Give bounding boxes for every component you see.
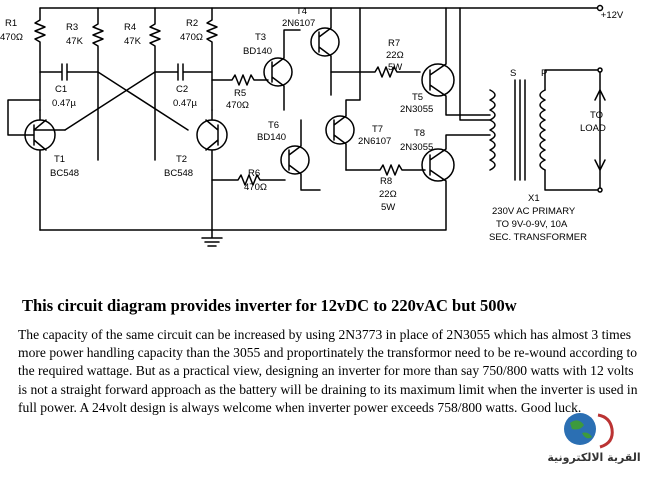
t1-name: T1	[54, 154, 65, 165]
t4-name: T4	[296, 6, 307, 17]
supply-label: +12V	[601, 10, 624, 21]
r8-power: 5W	[381, 202, 395, 213]
t8-transistor	[421, 148, 455, 182]
t6-type: BD140	[257, 132, 286, 143]
r7-resistor	[330, 66, 421, 78]
c2-capacitor	[154, 63, 213, 81]
r7-name: R7	[388, 38, 400, 49]
t5-name: T5	[412, 92, 423, 103]
t2-name: T2	[176, 154, 187, 165]
r3-value: 47K	[66, 36, 84, 47]
r2-name: R2	[186, 18, 198, 29]
article-body: The capacity of the same circuit can be …	[18, 327, 638, 415]
transformer-primary-label: P	[541, 68, 547, 79]
load-label-line-1: TO	[590, 110, 603, 121]
load-arrows	[594, 89, 606, 171]
t5-transistor	[421, 63, 455, 97]
transformer-desc-line-1: 230V AC PRIMARY	[492, 206, 576, 217]
r4-name: R4	[124, 22, 136, 33]
c2-value: 0.47µ	[173, 98, 197, 109]
c1-name: C1	[55, 84, 67, 95]
t6-transistor	[280, 145, 310, 175]
r1-name: R1	[5, 18, 17, 29]
r1-value: 470Ω	[0, 32, 23, 43]
transformer-core	[514, 79, 526, 181]
c1-value: 0.47µ	[52, 98, 76, 109]
t1-type: BC548	[50, 168, 79, 179]
t8-type: 2N3055	[400, 142, 433, 153]
transformer-secondary-coil	[489, 89, 496, 171]
inverter-circuit-schematic: +12V R1 470Ω R3 47K R4 47K R2 470Ω C1 0.…	[0, 4, 624, 247]
r5-resistor	[211, 74, 269, 86]
r2-value: 470Ω	[180, 32, 203, 43]
article-heading: This circuit diagram provides inverter f…	[22, 296, 517, 315]
t3-name: T3	[255, 32, 266, 43]
r4-value: 47K	[124, 36, 142, 47]
transformer-secondary-label: S	[510, 68, 516, 79]
r6-value: 470Ω	[244, 182, 267, 193]
t5-type: 2N3055	[400, 104, 433, 115]
t4-type: 2N6107	[282, 18, 315, 29]
cross-coupling-wires	[64, 71, 189, 131]
c1-capacitor	[39, 63, 99, 81]
transformer-desc-line-2: TO 9V-0-9V, 10A	[496, 219, 568, 230]
t7-name: T7	[372, 124, 383, 135]
t2-type: BC548	[164, 168, 193, 179]
t6-name: T6	[268, 120, 279, 131]
r4-resistor	[149, 7, 161, 161]
transformer-primary-coil	[539, 89, 546, 171]
t4-transistor	[310, 27, 340, 57]
r8-value: 22Ω	[379, 189, 397, 200]
transformer-desc-line-3: SEC. TRANSFORMER	[489, 232, 587, 243]
t3-transistor	[263, 57, 293, 87]
r5-name: R5	[234, 88, 246, 99]
load-label-line-2: LOAD	[580, 123, 606, 134]
t3-type: BD140	[243, 46, 272, 57]
r7-value: 22Ω	[386, 50, 404, 61]
r7-power: 5W	[388, 62, 402, 73]
site-logo: القرية الالكترونية	[540, 405, 648, 475]
globe-icon	[564, 413, 614, 449]
r6-resistor	[211, 174, 286, 186]
t7-type: 2N6107	[358, 136, 391, 147]
t7-transistor	[325, 115, 355, 145]
r2-resistor	[206, 7, 218, 111]
r5-value: 470Ω	[226, 100, 249, 111]
r1-resistor	[34, 7, 46, 111]
r6-name: R6	[248, 168, 260, 179]
c2-name: C2	[176, 84, 188, 95]
r3-name: R3	[66, 22, 78, 33]
r3-resistor	[92, 7, 104, 161]
ground-symbol	[39, 229, 223, 247]
transformer-name: X1	[528, 193, 540, 204]
logo-text: القرية الالكترونية	[547, 451, 641, 464]
r8-name: R8	[380, 176, 392, 187]
r8-resistor	[345, 164, 426, 176]
t8-name: T8	[414, 128, 425, 139]
